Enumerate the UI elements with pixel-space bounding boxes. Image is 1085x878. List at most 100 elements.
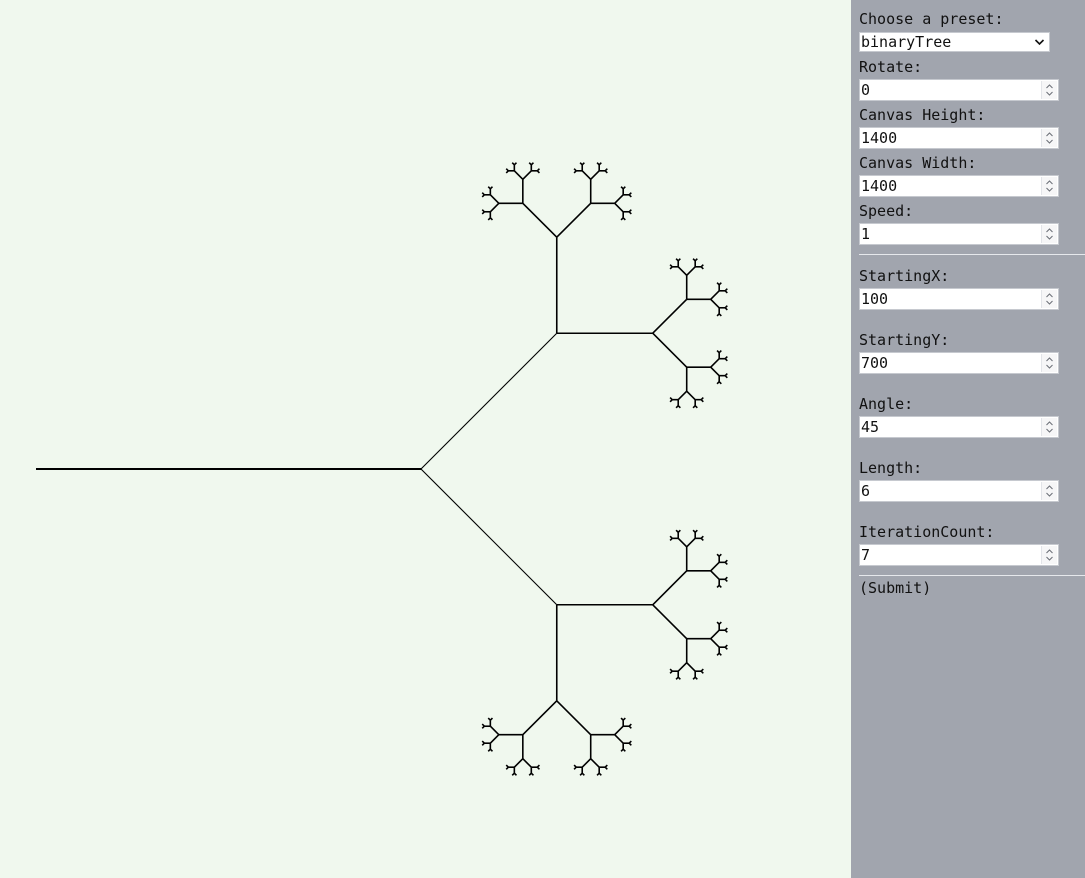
branch-segment bbox=[669, 264, 673, 268]
starting-x-spinner[interactable] bbox=[1041, 290, 1057, 308]
branch-segment bbox=[489, 186, 494, 190]
iteration-count-spinner[interactable] bbox=[1041, 546, 1057, 564]
angle-input[interactable]: 45 bbox=[859, 416, 1059, 438]
branch-segment bbox=[622, 717, 626, 721]
branch-segment bbox=[528, 772, 532, 776]
starting-x-input[interactable]: 100 bbox=[859, 288, 1059, 310]
spinner-arrows-icon bbox=[1046, 228, 1053, 240]
branch-segment bbox=[677, 266, 688, 276]
starting-y-spinner[interactable] bbox=[1041, 354, 1057, 372]
branch-segment bbox=[675, 676, 679, 680]
section-divider bbox=[859, 575, 1085, 576]
speed-input[interactable]: 1 bbox=[859, 223, 1059, 245]
branch-segment bbox=[596, 772, 600, 776]
branch-segment bbox=[628, 211, 632, 215]
length-value: 6 bbox=[861, 482, 871, 500]
branch-segment bbox=[718, 350, 722, 354]
rotate-input[interactable]: 0 bbox=[859, 79, 1059, 101]
branch-segment bbox=[716, 381, 720, 385]
rotate-label: Rotate: bbox=[859, 58, 923, 76]
branch-segment bbox=[700, 266, 704, 270]
spinner-arrows-icon bbox=[1046, 293, 1053, 305]
branch-segment bbox=[489, 725, 500, 736]
rotate-spinner[interactable] bbox=[1041, 81, 1057, 99]
branch-segment bbox=[675, 258, 679, 262]
branch-segment bbox=[652, 332, 688, 368]
branch-segment bbox=[481, 740, 485, 744]
canvas-height-input[interactable]: 1400 bbox=[859, 127, 1059, 149]
branch-segment bbox=[710, 366, 720, 377]
speed-label: Speed: bbox=[859, 202, 914, 220]
preset-select[interactable]: binaryTree bbox=[859, 32, 1050, 52]
branch-segment bbox=[481, 209, 485, 213]
branch-segment bbox=[724, 578, 728, 582]
branch-segment bbox=[581, 162, 585, 166]
canvas-width-input[interactable]: 1400 bbox=[859, 175, 1059, 197]
settings-panel: Choose a preset: binaryTree Rotate: 0 Ca… bbox=[851, 0, 1085, 878]
branch-segment bbox=[677, 258, 681, 262]
angle-spinner[interactable] bbox=[1041, 418, 1057, 436]
canvas-height-label: Canvas Height: bbox=[859, 106, 986, 124]
canvas-width-label: Canvas Width: bbox=[859, 154, 977, 172]
branch-segment bbox=[620, 217, 624, 221]
branch-segment bbox=[724, 629, 728, 633]
fractal-tree-drawing bbox=[0, 0, 851, 878]
branch-segment bbox=[675, 405, 679, 409]
branch-segment bbox=[536, 170, 540, 174]
branch-segment bbox=[694, 258, 698, 262]
branch-segment bbox=[677, 537, 688, 548]
branch-segment bbox=[710, 629, 720, 640]
branch-segment bbox=[716, 584, 720, 588]
branch-segment bbox=[622, 217, 626, 221]
iteration-count-input[interactable]: 7 bbox=[859, 544, 1059, 566]
speed-spinner[interactable] bbox=[1041, 225, 1057, 243]
branch-segment bbox=[522, 700, 558, 736]
branch-segment bbox=[716, 652, 720, 656]
branch-segment bbox=[716, 313, 720, 317]
branch-segment bbox=[686, 390, 696, 401]
branch-segment bbox=[489, 217, 494, 221]
starting-y-input[interactable]: 700 bbox=[859, 352, 1059, 374]
branch-segment bbox=[652, 298, 688, 334]
branch-segment bbox=[620, 748, 624, 752]
length-spinner[interactable] bbox=[1041, 482, 1057, 500]
branch-segment bbox=[692, 676, 696, 680]
spinner-arrows-icon bbox=[1046, 84, 1053, 96]
spinner-arrows-icon bbox=[1046, 132, 1053, 144]
branch-segment bbox=[686, 537, 696, 548]
canvas-height-spinner[interactable] bbox=[1041, 129, 1057, 147]
branch-segment bbox=[536, 766, 540, 770]
branch-segment bbox=[573, 764, 577, 768]
branch-segment bbox=[556, 700, 592, 736]
canvas-background bbox=[0, 0, 851, 878]
length-label: Length: bbox=[859, 459, 923, 477]
branch-segment bbox=[614, 202, 624, 213]
branch-segment bbox=[622, 186, 626, 190]
branch-segment bbox=[511, 772, 515, 776]
branch-segment bbox=[420, 468, 558, 606]
branch-segment bbox=[604, 170, 608, 174]
branch-segment bbox=[669, 535, 673, 539]
branch-segment bbox=[677, 662, 688, 672]
branch-segment bbox=[489, 202, 500, 213]
branch-segment bbox=[620, 186, 624, 190]
branch-segment bbox=[481, 192, 485, 196]
branch-segment bbox=[420, 332, 558, 470]
speed-value: 1 bbox=[861, 225, 871, 243]
branch-segment bbox=[522, 202, 558, 238]
branch-segment bbox=[724, 375, 728, 379]
branch-segment bbox=[700, 537, 704, 542]
branch-segment bbox=[487, 186, 491, 190]
angle-label: Angle: bbox=[859, 395, 914, 413]
branch-segment bbox=[700, 399, 704, 403]
branch-segment bbox=[487, 748, 491, 752]
branch-segment bbox=[604, 766, 608, 770]
canvas-width-spinner[interactable] bbox=[1041, 177, 1057, 195]
length-input[interactable]: 6 bbox=[859, 480, 1059, 502]
branch-segment bbox=[718, 621, 722, 625]
branch-segment bbox=[598, 162, 602, 166]
branch-segment bbox=[694, 529, 698, 533]
submit-button[interactable]: (Submit) bbox=[859, 579, 932, 597]
branch-segment bbox=[581, 170, 592, 180]
